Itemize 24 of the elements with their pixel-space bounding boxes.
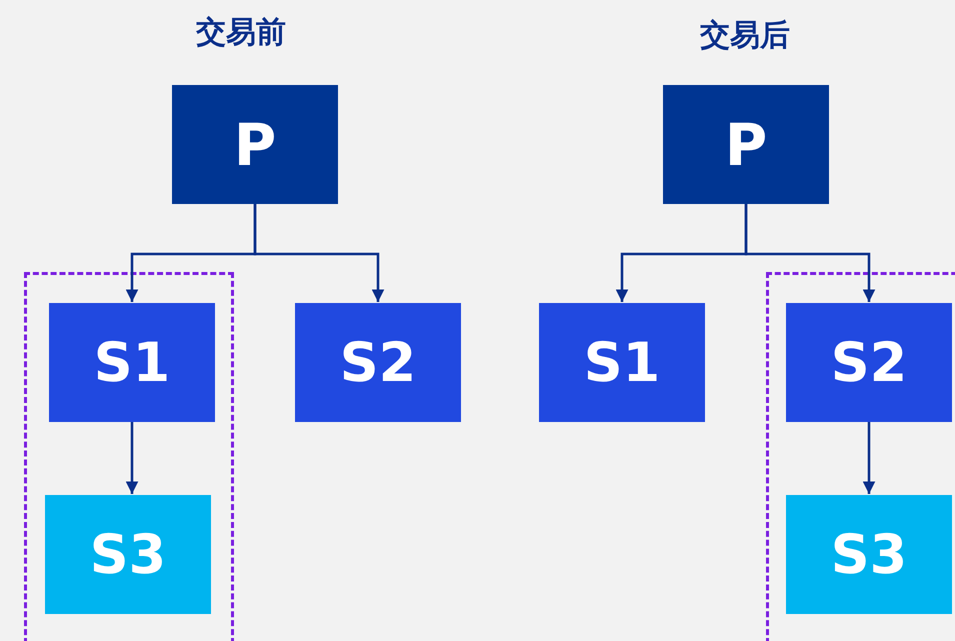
- arrow: [744, 204, 876, 302]
- arrow: [254, 204, 384, 302]
- entity-box: [45, 495, 211, 614]
- arrow: [126, 422, 138, 494]
- entity-box: [663, 85, 829, 204]
- entity-label: S2: [340, 336, 416, 390]
- entity-box: [295, 303, 461, 422]
- entity-label: S3: [830, 528, 908, 582]
- entity-label: P: [724, 116, 768, 174]
- entity-label: P: [234, 116, 276, 174]
- entity-box: [539, 303, 705, 422]
- dashed-group-box: [766, 272, 955, 641]
- section-title: 交易前: [195, 14, 287, 52]
- dashed-group-box: [24, 272, 234, 641]
- entity-label: S3: [90, 528, 166, 582]
- entity-label: S1: [94, 336, 170, 390]
- entity-box: [786, 495, 952, 614]
- entity-box: [49, 303, 215, 422]
- entity-box: [786, 303, 952, 422]
- entity-box: [172, 85, 338, 204]
- entity-label: S2: [830, 336, 908, 390]
- section-title: 交易后: [699, 17, 791, 55]
- arrow: [862, 422, 876, 494]
- entity-label: S1: [584, 336, 660, 390]
